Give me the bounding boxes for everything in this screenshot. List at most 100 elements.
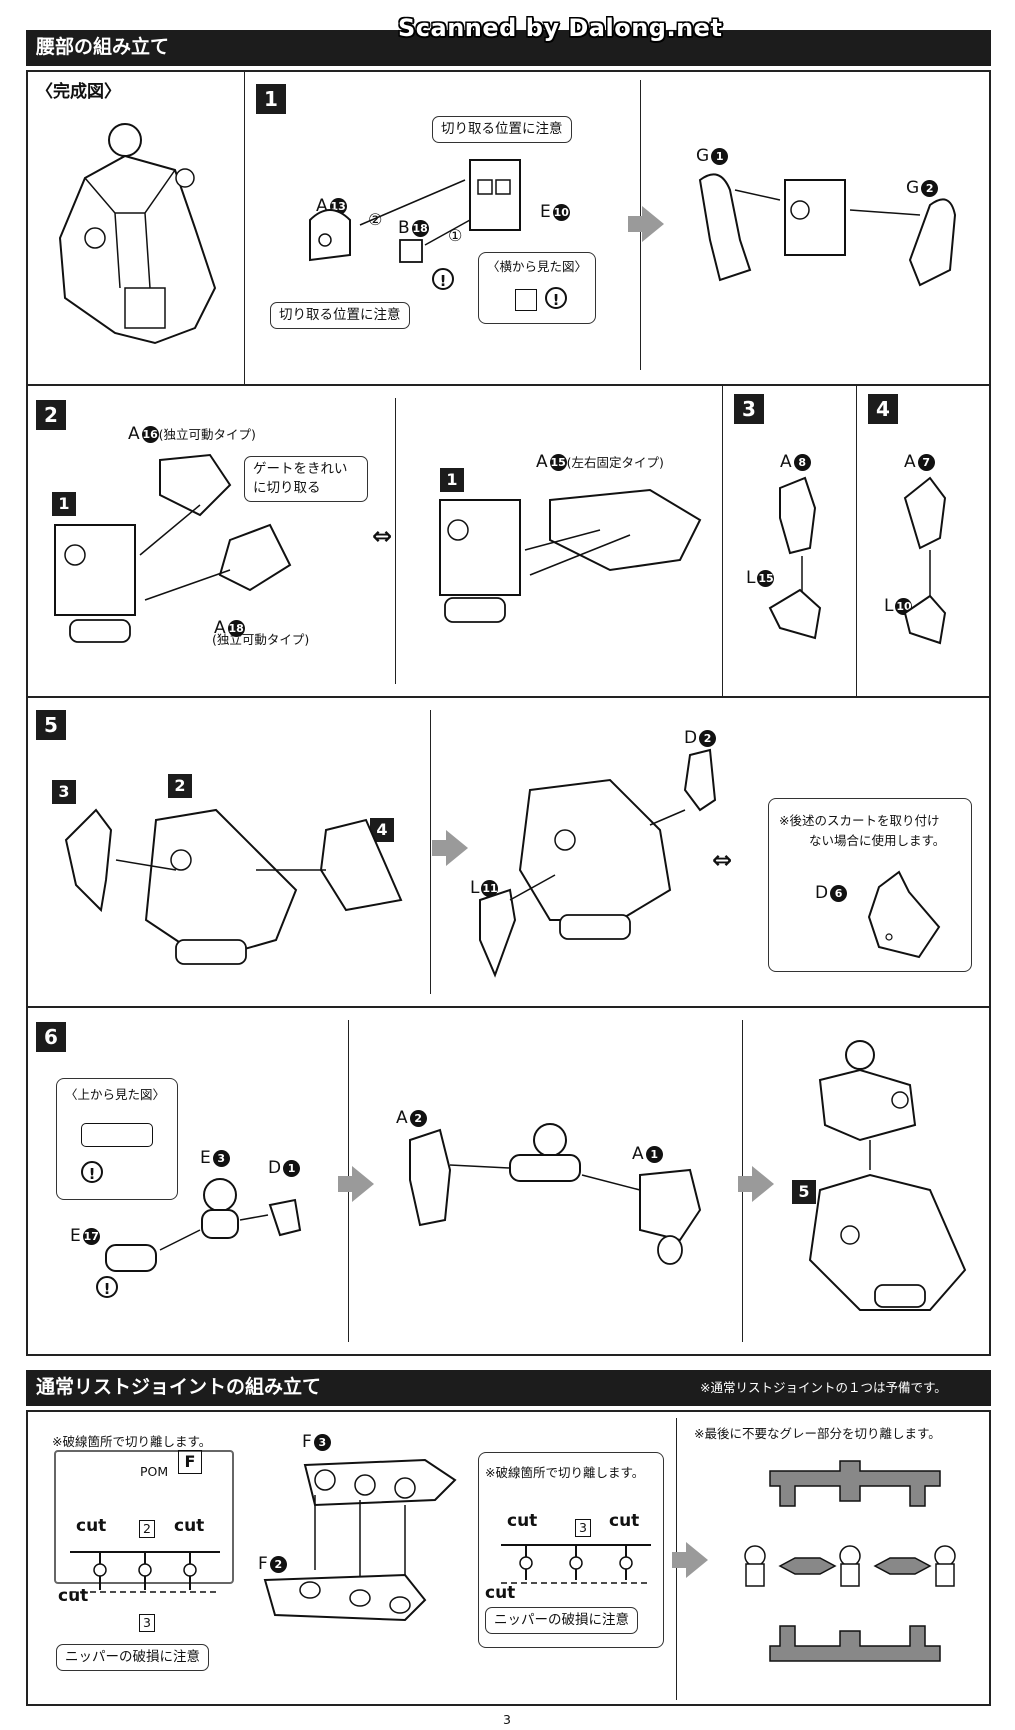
section-header-wrist: 通常リストジョイントの組み立て: [26, 1370, 991, 1406]
cut-label: cut: [507, 1511, 538, 1531]
order-2: ②: [368, 210, 383, 229]
caution-icon: !: [545, 287, 567, 309]
completed-waist-illustration: [58, 123, 217, 345]
flow-arrow: [752, 1166, 774, 1202]
flow-arrow-stem: [628, 216, 642, 232]
swap-arrow-icon: ⇔: [712, 846, 733, 874]
cut-label: cut: [58, 1586, 89, 1606]
step6-final-illustration: [808, 1040, 967, 1311]
step5-left-illustration: [64, 808, 403, 965]
d6-part-illustration: [867, 870, 941, 959]
flow-arrow-stem: [738, 1176, 752, 1192]
ref-step-1: 1: [52, 492, 76, 516]
divider: [430, 710, 431, 994]
sprue-left-illustration: [70, 1551, 220, 1593]
step4-illustration: [903, 476, 947, 645]
divider: [395, 398, 396, 684]
step-number: 3: [734, 394, 764, 424]
runner-tag: F: [178, 1450, 202, 1474]
ref-step-3: 3: [52, 780, 76, 804]
nipper-caution-left: ニッパーの破損に注意: [56, 1644, 209, 1671]
cut-position-note-bottom: 切り取る位置に注意: [270, 302, 410, 329]
wrist-joint-final-illustration: [744, 1460, 956, 1662]
flow-arrow-stem: [672, 1552, 686, 1568]
a18-note: (独立可動タイプ): [212, 632, 310, 647]
complete-label: 〈完成図〉: [36, 82, 121, 102]
ref-step-2: 2: [168, 774, 192, 798]
flow-arrow-stem: [338, 1176, 352, 1192]
watermark: Scanned by Dalong.net: [398, 14, 723, 42]
gate-number: 2: [139, 1520, 155, 1538]
cut-along-dashed-note: ※破線箇所で切り離します。: [485, 1465, 645, 1480]
caution-icon: !: [81, 1161, 103, 1183]
section-title: 腰部の組み立て: [36, 36, 170, 58]
flow-arrow: [352, 1166, 374, 1202]
top-view-box: 〈上から見た図〉 !: [56, 1078, 178, 1200]
step-number: 4: [868, 394, 898, 424]
ref-step-5: 5: [792, 1180, 816, 1204]
sprue-note-box: ※破線箇所で切り離します。 cut cut cut 3 ニッパーの破損に注意: [478, 1452, 664, 1648]
section-header-waist: 腰部の組み立て: [26, 30, 991, 66]
swap-arrow-icon: ⇔: [372, 522, 393, 550]
row4-frame: [26, 1006, 991, 1356]
step5-right-illustration: [479, 748, 717, 978]
gate-clean-note: ゲートをきれいに切り取る: [244, 456, 368, 502]
flow-arrow-stem: [432, 840, 446, 856]
step1-parts-illustration: [309, 159, 521, 263]
pom-label: POM: [140, 1464, 169, 1479]
gray-part-note: ※最後に不要なグレー部分を切り離します。: [694, 1426, 941, 1441]
side-view-box: 〈横から見た図〉 !: [478, 252, 596, 324]
joint-top-icon: [81, 1123, 153, 1147]
page-number: 3: [503, 1712, 511, 1727]
spare-note: ※通常リストジョイントの１つは予備です。: [700, 1380, 947, 1395]
gate-number: 3: [139, 1614, 155, 1632]
side-view-label: 〈横から見た図〉: [487, 259, 588, 274]
order-1: ①: [448, 226, 463, 245]
flow-arrow: [686, 1542, 708, 1578]
cut-along-dashed-note: ※破線箇所で切り離します。: [52, 1434, 212, 1449]
divider: [722, 384, 723, 698]
cut-label: cut: [485, 1583, 516, 1603]
step-number: 2: [36, 400, 66, 430]
step1-g-assembly-illustration: [698, 173, 957, 287]
step6-mid-illustration: [409, 1123, 702, 1265]
cut-label: cut: [174, 1516, 205, 1536]
divider: [856, 384, 857, 698]
step2-right-illustration: [439, 488, 702, 623]
row5-frame: [26, 1410, 991, 1706]
step-number: 1: [256, 84, 286, 114]
skirt-note-line2: ない場合に使用します。: [809, 833, 946, 848]
step3-illustration: [768, 476, 822, 640]
caution-icon: !: [96, 1276, 118, 1298]
nipper-caution-mid: ニッパーの破損に注意: [485, 1607, 638, 1634]
step-number: 6: [36, 1022, 66, 1052]
step6-left-illustration: [105, 1178, 302, 1272]
part-side-icon: [515, 289, 537, 311]
step-number: 5: [36, 710, 66, 740]
caution-icon: !: [432, 268, 454, 290]
sprue-mid-illustration: [501, 1544, 651, 1584]
gate-number: 3: [575, 1519, 591, 1537]
